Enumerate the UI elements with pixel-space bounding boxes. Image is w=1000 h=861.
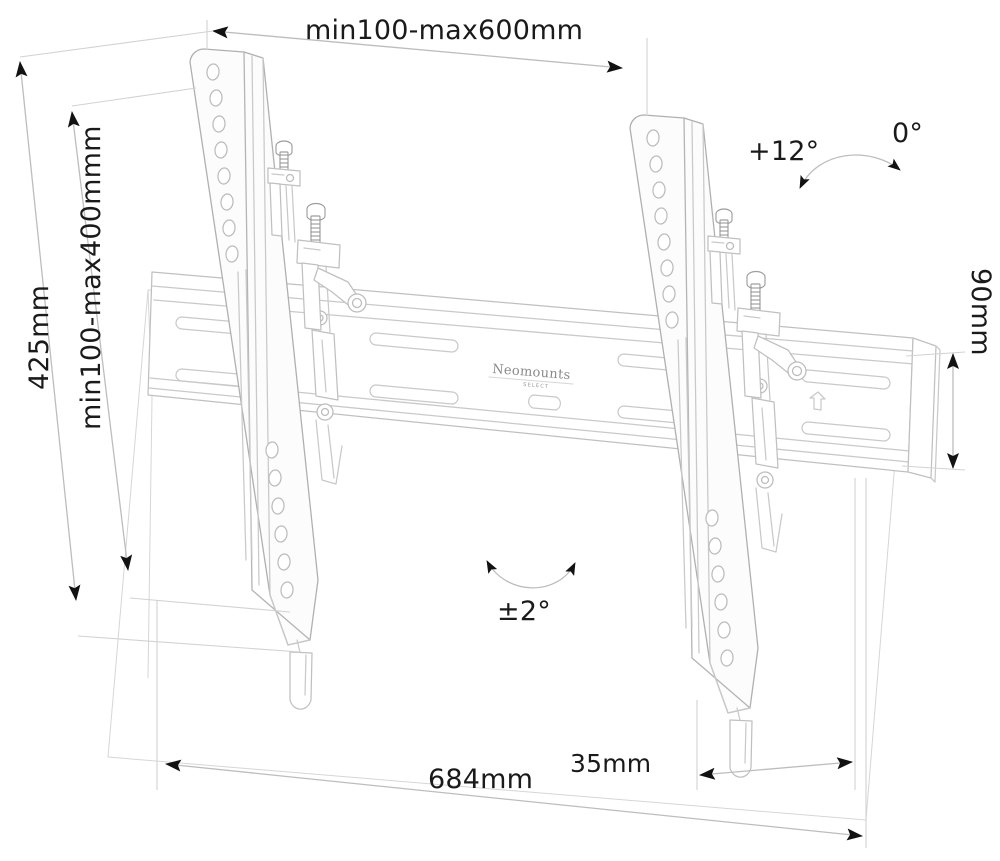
dimension-left-outer: 425mm bbox=[15, 30, 301, 653]
dimension-bottom-width: 684mm bbox=[156, 478, 867, 848]
left-arm-hole-column bbox=[206, 63, 239, 263]
rail-up-arrow-mark bbox=[809, 391, 826, 411]
right-arm-hole-column bbox=[646, 129, 679, 329]
right-arm-hole-column-lower bbox=[705, 509, 734, 667]
left-release-cord bbox=[289, 639, 313, 710]
rail-level-pocket bbox=[527, 394, 562, 411]
left-arm-hole-column-lower bbox=[265, 441, 294, 599]
dimension-bottom-offset-label: 35mm bbox=[570, 749, 651, 778]
brand-sub-label: SELECT bbox=[523, 382, 550, 390]
dimension-bottom-offset: 35mm bbox=[570, 478, 856, 790]
dimension-left-inner-label: min100-max400mmm bbox=[76, 125, 107, 430]
dimension-left-inner-line bbox=[67, 111, 133, 571]
brand-logo: Neomounts SELECT bbox=[488, 362, 574, 390]
right-screw-assembly bbox=[707, 208, 807, 553]
dimension-top-width-line bbox=[212, 26, 623, 73]
dimension-bottom-width-label: 684mm bbox=[428, 764, 533, 795]
brand-name: Neomounts bbox=[492, 362, 571, 383]
right-vesa-arm bbox=[629, 114, 768, 714]
tilt-angle-callout: +12° 0° bbox=[748, 118, 923, 189]
dimension-left-outer-label: 425mm bbox=[24, 285, 55, 390]
tilt-angle-arc bbox=[799, 154, 901, 189]
left-screw-assembly bbox=[267, 140, 367, 485]
dimension-right-depth: 90mm bbox=[901, 268, 996, 471]
dimension-left-outer-line bbox=[15, 61, 81, 601]
dimension-bottom-width-line bbox=[165, 759, 863, 841]
dimension-top-width-label: min100-max600mm bbox=[305, 15, 583, 46]
tilt-zero-angle-label: 0° bbox=[892, 118, 923, 149]
left-vesa-arm bbox=[189, 48, 328, 646]
level-angle-label: ±2° bbox=[497, 596, 551, 627]
level-angle-arc bbox=[486, 560, 576, 589]
dimension-bottom-offset-line bbox=[699, 757, 853, 780]
dimension-top-width: min100-max600mm bbox=[206, 15, 648, 116]
tilt-max-angle-label: +12° bbox=[748, 136, 819, 167]
dimension-left-inner: min100-max400mmm bbox=[67, 87, 291, 613]
level-angle-callout: ±2° bbox=[486, 560, 576, 627]
dimension-right-depth-label: 90mm bbox=[965, 268, 996, 356]
